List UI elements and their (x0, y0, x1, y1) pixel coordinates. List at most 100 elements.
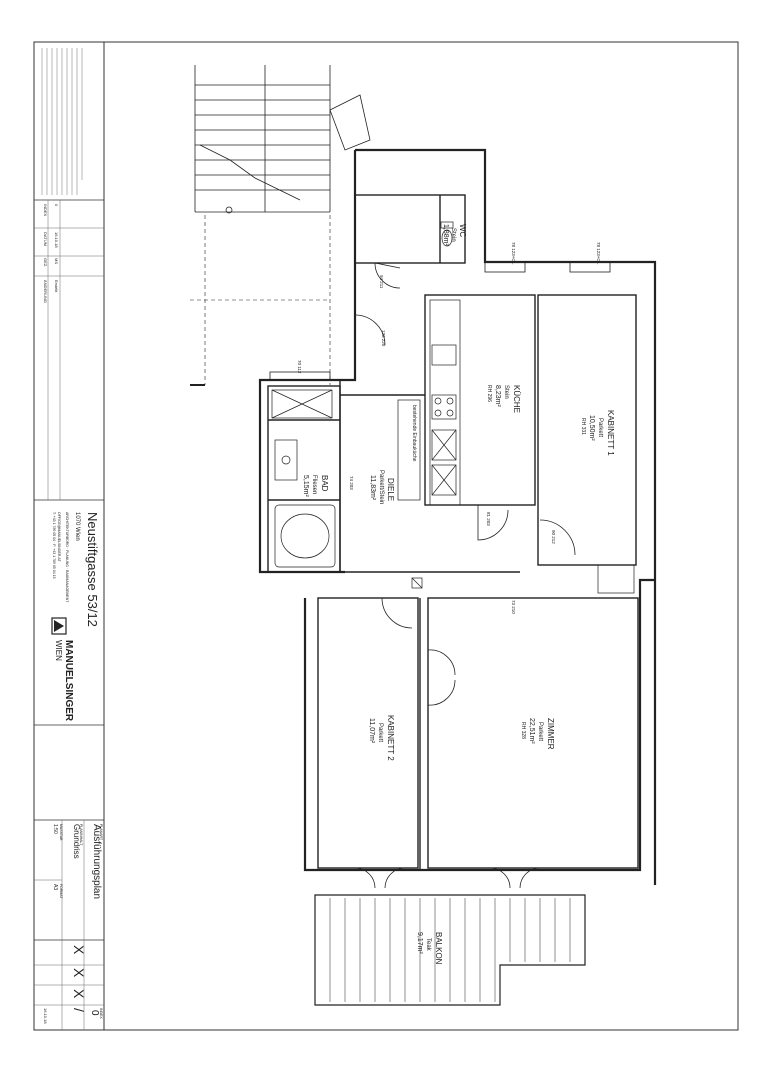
door-kueche (477, 505, 509, 541)
room-bad-area: 5,15m² (302, 475, 309, 497)
room-balkon-name: BALKON (434, 932, 443, 965)
stove-icon (431, 394, 457, 420)
company-logo-icon (51, 617, 67, 635)
scale-label: MASSTAB (59, 824, 63, 841)
plan-date: 16.10.18 (43, 1008, 48, 1024)
built-in-kitchen (397, 399, 421, 501)
room-kueche-area: 8,23m² (494, 385, 501, 407)
room-zimmer-rh: RH 328 (520, 722, 526, 739)
windows (269, 261, 611, 381)
door-balkon-k2 (354, 867, 406, 889)
room-zimmer-floor: Parkett (537, 722, 543, 741)
room-kueche-floor: Stein (503, 385, 509, 399)
room-kabinett2-area: 11,07m² (368, 718, 375, 744)
room-bad-name: BAD (320, 475, 329, 492)
bathtub-icon (274, 504, 336, 568)
room-diele-area: 11,83m² (369, 475, 376, 501)
title-block: INDEX DATUM GEZ. ÄNDERUNG 0 16.10.18 MS … (34, 42, 105, 1030)
room-zimmer-name: ZIMMER (546, 718, 555, 750)
kitchen-equipment-label: bestehende Einbauküche (411, 405, 417, 462)
room-balkon-floor: Teak (425, 938, 431, 952)
room-kabinett1-area: 10,50m² (588, 415, 595, 441)
door-mark-7: 70 112 (297, 360, 302, 374)
address: Neustiftgasse 53/12 (85, 512, 100, 627)
door-kabinett1 (539, 519, 576, 556)
disclaimer-text (41, 48, 83, 195)
rev-row-index: 0 (54, 204, 59, 207)
plan-content-label: PLANINHALT (79, 824, 83, 846)
sink-icon (431, 344, 457, 366)
company-contact-3: T: +43 1 789 05 04 · F: +43 1 789 05 04 … (52, 512, 56, 579)
room-kabinett1-floor: Parkett (597, 418, 603, 437)
room-kabinett2-floor: Parkett (377, 723, 383, 742)
format-label: FORMAT (59, 884, 63, 899)
index-label: INDEX (99, 1008, 103, 1019)
balcony-decking (329, 898, 571, 1002)
mark-3: X (71, 989, 87, 999)
format: A3 (52, 884, 58, 890)
annotations: bestehende Einbauküche 94 211 123 220 74… (297, 242, 601, 614)
rev-row-date: 16.10.18 (54, 232, 59, 248)
room-wc-area: 1,88m² (442, 224, 449, 246)
toilet-icon (441, 229, 453, 247)
room-kabinett2-name: KABINETT 2 (386, 715, 395, 761)
sheet-border (33, 41, 739, 1031)
rev-header-change: ÄNDERUNG (43, 280, 48, 303)
staircase (194, 65, 371, 214)
door-mark-6: 73 210 (511, 600, 516, 614)
company-contact-1: ARCHITEKTURBÜRO · PLANUNG · BAUMANAGEMEN… (65, 512, 69, 603)
door-vestibule (354, 314, 386, 346)
room-kueche-name: KÜCHE (512, 385, 521, 413)
room-kabinett1-name: KABINETT 1 (606, 410, 615, 456)
washbasin-icon (274, 439, 298, 481)
city: 1070 Wien (74, 512, 80, 541)
window-mark-1: 78 123+OL (511, 242, 516, 265)
balcony (314, 894, 586, 1006)
floor-plan (190, 65, 657, 1006)
plan-type: Ausführungsplan (91, 824, 102, 899)
rev-header-index: INDEX (43, 204, 48, 217)
company-city: WIEN (54, 640, 63, 661)
room-bad-floor: Fliesen (311, 475, 317, 494)
rev-row-drawn: MS (54, 258, 59, 264)
door-mark-4: 81 203 (486, 512, 491, 526)
door-mark-5: 90 212 (551, 530, 556, 544)
apartment-walls (258, 148, 657, 885)
room-balkon-area: 9,17m² (416, 932, 423, 954)
door-mark-2: 123 220 (381, 330, 386, 347)
room-wc-name: WC (458, 224, 467, 238)
company-contact-2: OFFICE@MANUELSINGER.AT (57, 512, 61, 562)
door-mark-3: 74 203 (349, 476, 354, 490)
kitchen-counter (429, 299, 461, 506)
plan-label: PLANART (99, 824, 103, 841)
room-kabinett1-rh: RH 331 (580, 418, 586, 435)
room-diele-floor: Parkett/Stein (378, 470, 384, 504)
room-wc-floor: Stein (450, 228, 456, 242)
door-zimmer-inner (427, 649, 456, 706)
room-labels: WC Stein 1,88m² KÜCHE Stein 8,23m² RH 29… (302, 224, 615, 965)
room-diele-name: DIELE (386, 478, 395, 501)
room-kueche-rh: RH 296 (486, 385, 492, 402)
interior-walls (267, 194, 639, 870)
mark-4: / (71, 1008, 87, 1012)
plan-content: Grundriss (72, 824, 81, 859)
doors (354, 262, 576, 889)
company-name: MANUELSINGER (63, 640, 74, 722)
door-kabinett2 (381, 597, 413, 629)
rev-row-change: Erstellt (54, 280, 59, 293)
room-zimmer-area: 22,51m² (528, 718, 535, 744)
shower-icon (271, 389, 333, 419)
door-mark-1: 94 211 (379, 275, 384, 289)
index-value: 0 (89, 1010, 100, 1016)
scale: 1:50 (52, 824, 58, 834)
door-balkon-zimmer (489, 867, 541, 889)
rev-header-date: DATUM (43, 232, 48, 246)
stairwell-landing (190, 215, 331, 385)
window-mark-2: 78 123+OL (596, 242, 601, 265)
fixtures (271, 221, 635, 594)
door-wc (374, 262, 401, 289)
mark-2: X (71, 968, 87, 978)
rev-header-drawn: GEZ. (43, 258, 48, 267)
mark-1: X (71, 945, 87, 955)
